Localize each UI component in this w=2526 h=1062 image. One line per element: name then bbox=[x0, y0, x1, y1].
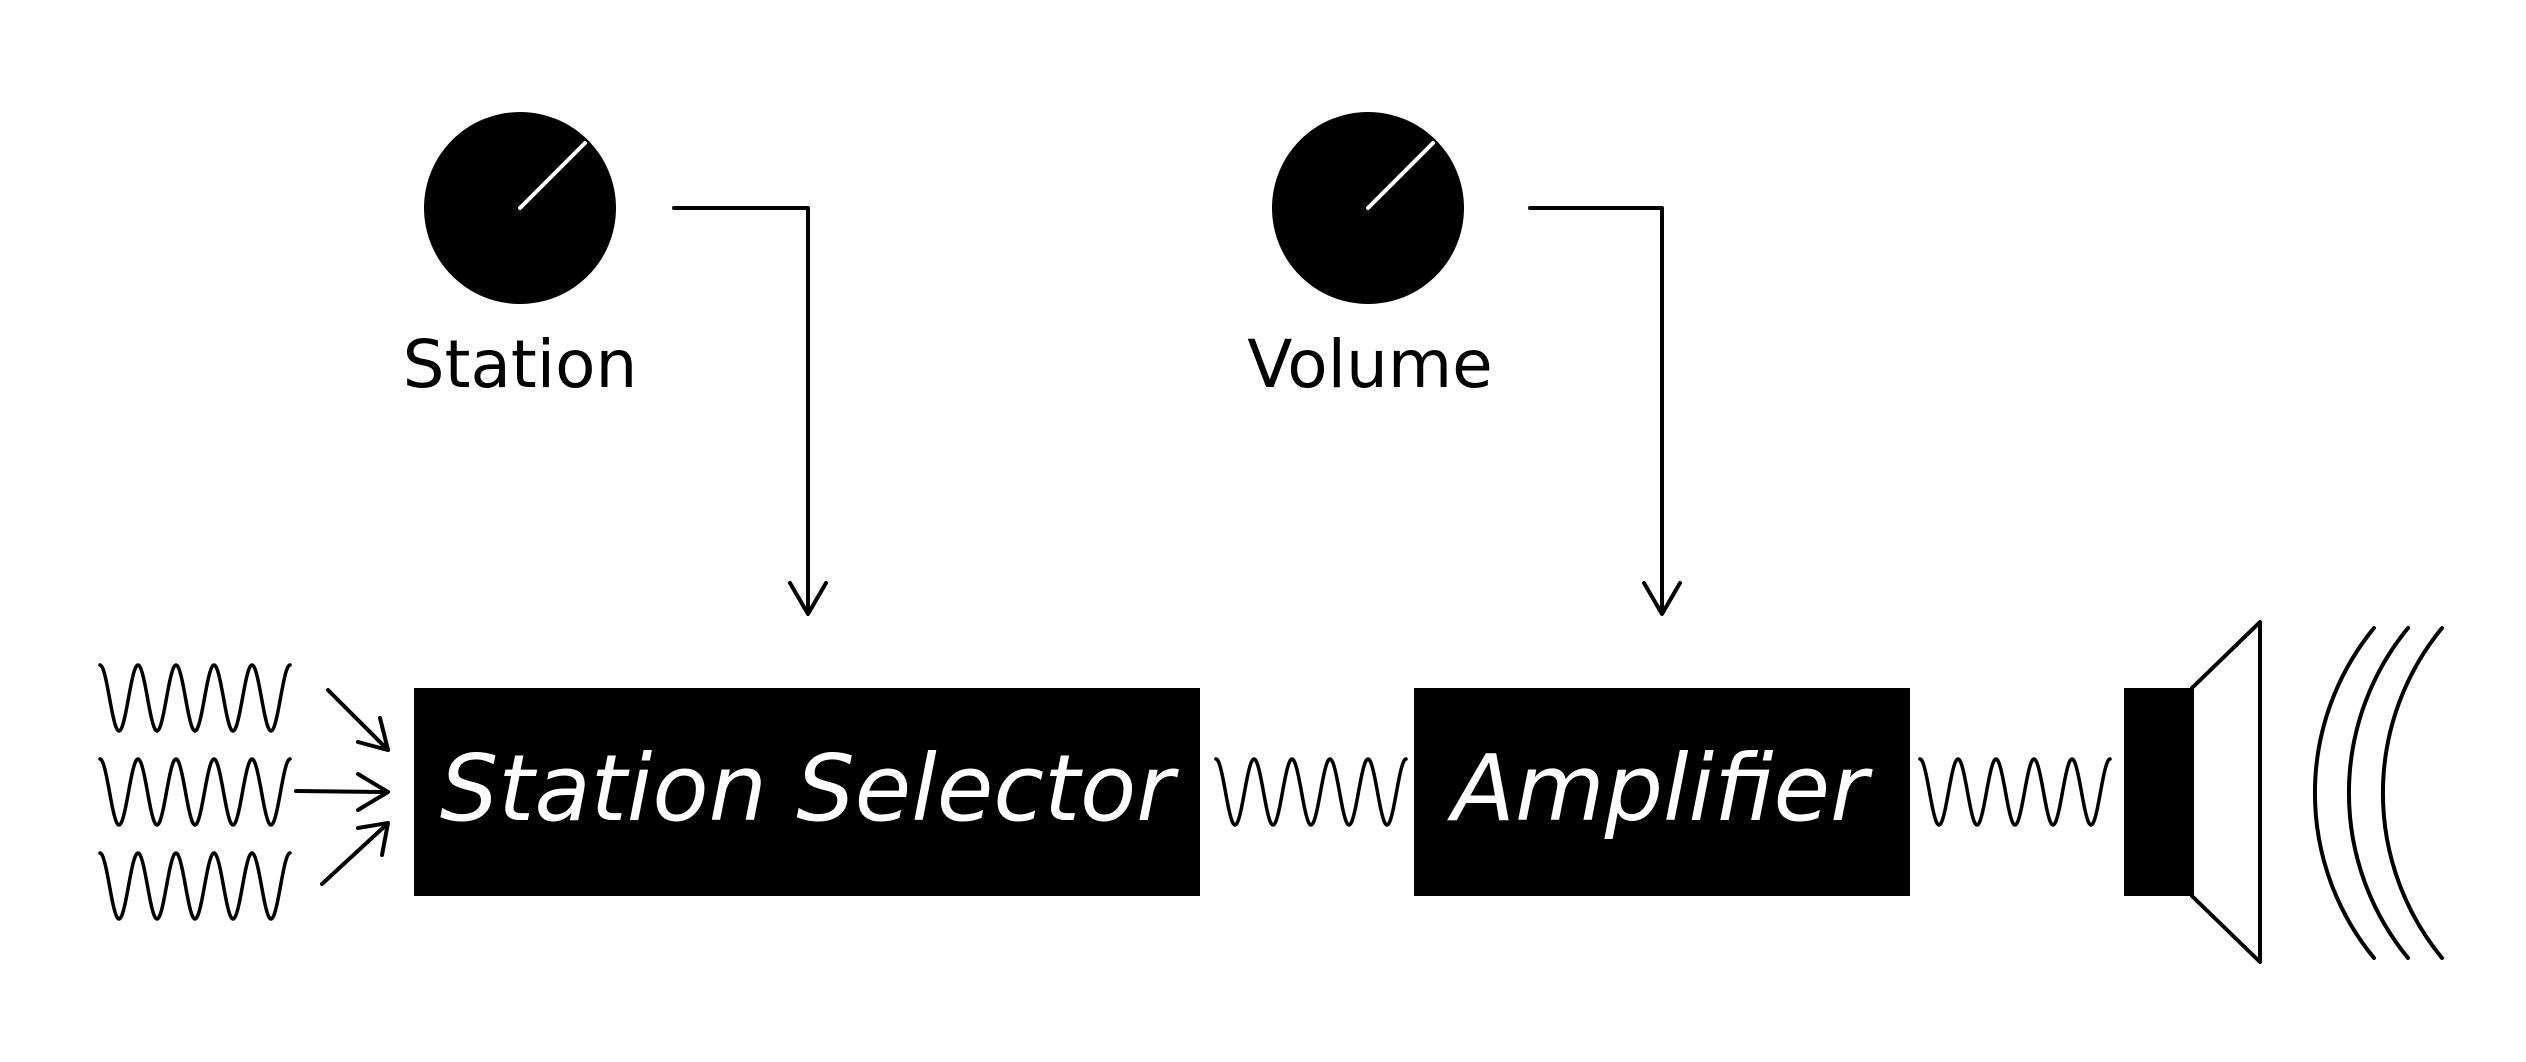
station-selector-block[interactable]: Station Selector bbox=[414, 688, 1200, 896]
sound-wave-arc-1 bbox=[2313, 626, 2376, 960]
station-knob-pointer bbox=[518, 141, 587, 210]
sound-wave-arc-3 bbox=[2381, 626, 2444, 960]
sine-wave-icon bbox=[98, 757, 292, 827]
station-selector-box bbox=[414, 688, 1200, 896]
amplifier-block[interactable]: Amplifier bbox=[1414, 688, 1910, 896]
input-arrow-bottom bbox=[320, 823, 388, 886]
speaker-cone bbox=[2190, 620, 2262, 964]
speaker-magnet bbox=[2124, 688, 2192, 896]
sine-wave-icon bbox=[98, 663, 292, 733]
station-knob[interactable] bbox=[424, 112, 616, 304]
volume-knob-label: Volume bbox=[1247, 326, 1492, 403]
amplified-signal-wave bbox=[1918, 757, 2112, 827]
input-arrow-middle-head bbox=[356, 772, 390, 812]
input-arrow-top-head bbox=[356, 716, 390, 752]
speaker-icon bbox=[2124, 620, 2262, 964]
station-knob-label: Station bbox=[403, 326, 638, 403]
sine-wave-icon bbox=[1214, 757, 1408, 827]
amplifier-label: Amplifier bbox=[1447, 735, 1873, 842]
volume-knob-pointer bbox=[1366, 141, 1435, 210]
volume-knob[interactable] bbox=[1272, 112, 1464, 304]
station-connector-arrowhead bbox=[788, 581, 828, 616]
sound-wave-arc-2 bbox=[2347, 626, 2410, 960]
sine-wave-icon bbox=[98, 851, 292, 921]
station-connector-line bbox=[672, 206, 810, 614]
sound-wave-icon bbox=[2313, 626, 2444, 960]
input-arrow-middle bbox=[294, 789, 388, 794]
input-arrow-top bbox=[326, 688, 390, 752]
sine-wave-icon bbox=[1918, 757, 2112, 827]
selected-signal-wave bbox=[1214, 757, 1408, 827]
station-selector-label: Station Selector bbox=[440, 735, 1179, 842]
volume-connector-arrowhead bbox=[1642, 581, 1682, 616]
input-arrows bbox=[294, 688, 390, 886]
input-signals bbox=[98, 663, 292, 921]
amplifier-box bbox=[1414, 688, 1910, 896]
input-arrow-bottom-head bbox=[356, 821, 390, 857]
volume-connector-line bbox=[1528, 206, 1664, 614]
